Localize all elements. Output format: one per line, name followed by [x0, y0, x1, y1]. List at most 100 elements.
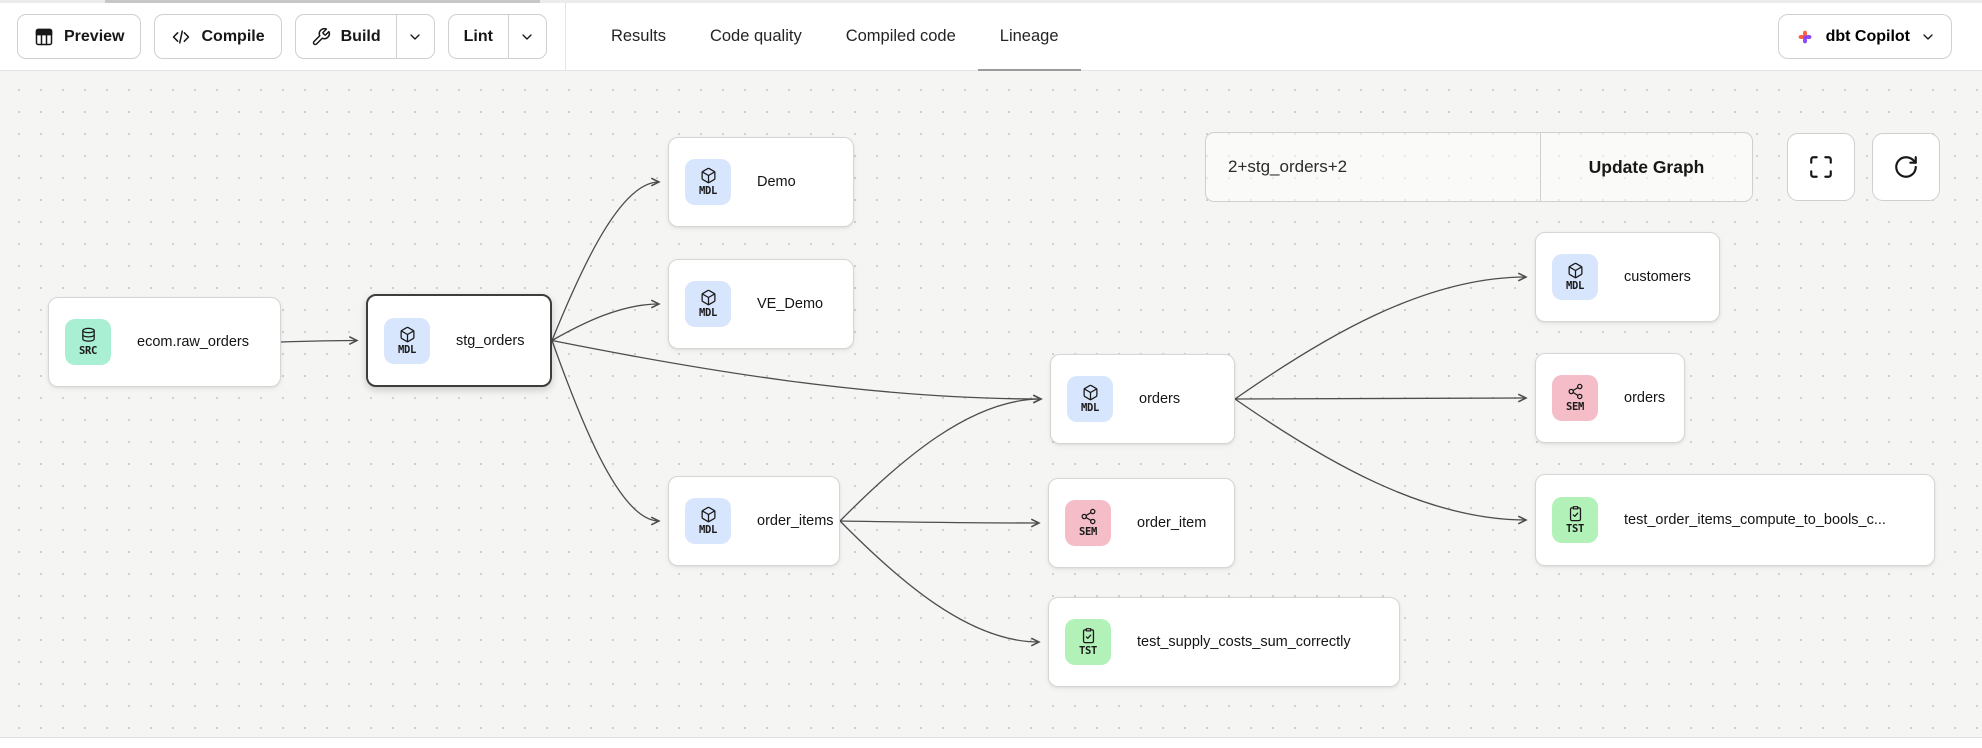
node-label: ecom.raw_orders	[137, 334, 250, 350]
graph-selector: Update Graph	[1205, 132, 1753, 202]
node-label: order_item	[1137, 515, 1207, 531]
node-label: orders	[1139, 391, 1181, 407]
cube-icon	[1082, 384, 1098, 401]
edge-stg_orders-to-demo	[551, 182, 659, 341]
table-icon	[35, 28, 53, 45]
refresh-icon	[1895, 156, 1917, 178]
node-type-badge: TST	[1065, 619, 1111, 665]
clipboard-check-icon	[1082, 628, 1094, 644]
code-icon	[173, 29, 190, 44]
node-type-label: MDL	[698, 185, 718, 197]
clipboard-check-icon	[1569, 506, 1581, 522]
toolbar-divider	[564, 2, 566, 71]
node-type-label: SEM	[1078, 526, 1098, 538]
lint-button[interactable]: Lint	[449, 15, 508, 58]
node-type-badge: SEM	[1065, 500, 1111, 546]
wrench-icon	[312, 27, 330, 45]
edge-stg_orders-to-ve_demo	[551, 304, 659, 342]
graph-node-customers[interactable]: MDL customers	[1535, 232, 1720, 322]
edge-order_items-to-order_item_sem	[839, 521, 1039, 523]
edge-orders_mdl-to-customers	[1234, 277, 1526, 400]
node-type-label: MDL	[698, 524, 718, 536]
chevron-down-icon	[522, 33, 533, 40]
share-icon	[1080, 508, 1096, 525]
node-type-label: TST	[1078, 645, 1098, 657]
compile-button[interactable]: Compile	[154, 14, 282, 59]
fullscreen-button[interactable]	[1787, 133, 1855, 201]
node-type-label: MDL	[1565, 280, 1585, 292]
graph-node-demo[interactable]: MDL Demo	[668, 137, 854, 227]
dbt-copilot-button[interactable]: dbt Copilot	[1777, 14, 1952, 59]
node-type-badge: MDL	[1067, 376, 1113, 422]
node-type-badge: MDL	[685, 281, 731, 327]
graph-node-ecom_raw_orders[interactable]: SRC ecom.raw_orders	[48, 297, 281, 387]
tab-results[interactable]: Results	[610, 27, 666, 45]
edge-orders_mdl-to-orders_sem	[1234, 398, 1526, 399]
node-label: order_items	[757, 513, 834, 529]
graph-node-test_supply_costs[interactable]: TST test_supply_costs_sum_correctly	[1048, 597, 1400, 687]
edge-order_items-to-test_supply_costs	[839, 520, 1039, 642]
edge-stg_orders-to-orders_mdl	[551, 339, 1041, 400]
node-type-label: MDL	[1080, 402, 1100, 414]
edge-orders_mdl-to-test_order_items	[1234, 398, 1526, 520]
cube-icon	[700, 167, 716, 184]
lint-label: Lint	[463, 27, 493, 45]
refresh-graph-button[interactable]	[1872, 133, 1940, 201]
pane-top-edge-segment	[105, 0, 540, 3]
ide-toolbar: Preview Compile Build Lint Results Code q…	[0, 2, 1982, 71]
node-type-label: MDL	[397, 343, 417, 356]
node-label: test_supply_costs_sum_correctly	[1137, 634, 1351, 650]
node-type-badge: SRC	[65, 319, 111, 365]
node-type-badge: MDL	[685, 498, 731, 544]
chevron-down-icon	[1923, 33, 1933, 40]
dbt-copilot-label: dbt Copilot	[1825, 27, 1910, 45]
build-button[interactable]: Build	[296, 15, 396, 58]
tab-lineage[interactable]: Lineage	[977, 3, 1081, 71]
node-type-badge: MDL	[685, 159, 731, 205]
build-dropdown-button[interactable]	[395, 15, 434, 58]
node-type-label: SRC	[78, 345, 98, 357]
lint-dropdown-button[interactable]	[507, 15, 546, 58]
tab-code-quality[interactable]: Code quality	[709, 27, 802, 45]
node-type-label: MDL	[698, 307, 718, 319]
result-tabs: Results Code quality Compiled code Lineage	[589, 3, 1081, 71]
graph-node-order_item_sem[interactable]: SEM order_item	[1048, 478, 1235, 568]
preview-label: Preview	[64, 27, 125, 45]
edge-stg_orders-to-order_items	[551, 340, 659, 522]
database-icon	[81, 327, 95, 342]
selector-input[interactable]	[1206, 133, 1540, 201]
graph-node-ve_demo[interactable]: MDL VE_Demo	[668, 259, 854, 349]
node-type-label: SEM	[1565, 401, 1585, 413]
graph-node-orders_mdl[interactable]: MDL orders	[1050, 354, 1235, 444]
build-label: Build	[340, 27, 381, 45]
build-split-button: Build	[294, 14, 435, 59]
cube-icon	[700, 289, 716, 306]
lint-split-button: Lint	[447, 14, 547, 59]
node-label: Demo	[757, 174, 796, 190]
cube-icon	[1567, 262, 1583, 279]
compile-label: Compile	[201, 27, 265, 45]
cube-icon	[399, 326, 415, 342]
edge-ecom_raw_orders-to-stg_orders	[280, 341, 357, 343]
share-icon	[1567, 383, 1583, 400]
node-type-label: TST	[1565, 523, 1585, 535]
update-graph-button[interactable]: Update Graph	[1540, 133, 1752, 201]
node-label: orders	[1624, 390, 1666, 406]
graph-node-orders_sem[interactable]: SEM orders	[1535, 353, 1685, 443]
graph-node-order_items[interactable]: MDL order_items	[668, 476, 840, 566]
chevron-down-icon	[410, 33, 420, 40]
dbt-copilot-icon	[1798, 30, 1811, 43]
preview-button[interactable]: Preview	[17, 14, 142, 59]
node-label: VE_Demo	[757, 296, 824, 312]
node-type-badge: MDL	[1552, 254, 1598, 300]
edge-order_items-to-orders_mdl	[839, 399, 1041, 522]
tab-compiled-code[interactable]: Compiled code	[845, 27, 956, 45]
node-type-badge: MDL	[384, 317, 430, 364]
node-label: customers	[1624, 269, 1691, 285]
pane-top-edge	[0, 0, 1982, 3]
node-type-badge: SEM	[1552, 375, 1598, 421]
node-type-badge: TST	[1552, 497, 1598, 543]
